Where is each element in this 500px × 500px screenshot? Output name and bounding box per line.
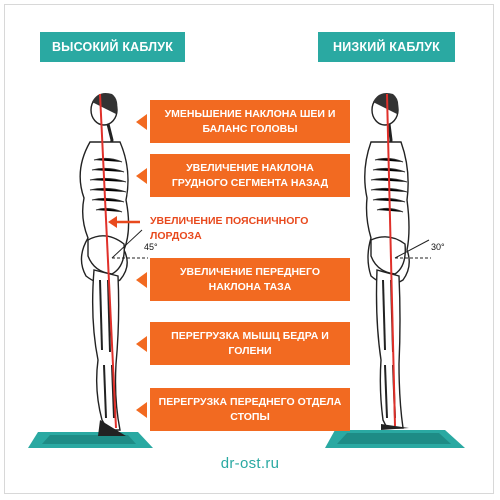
left-angle-label: 45° [144,242,158,252]
site-url: dr-ost.ru [220,455,280,472]
high-heel-figure: 45° [28,93,158,448]
label-neck-balance: УМЕНЬШЕНИЕ НАКЛОНА ШЕИ И БАЛАНС ГОЛОВЫ [150,100,350,143]
label-forefoot-overload: ПЕРЕГРУЗКА ПЕРЕДНЕГО ОТДЕЛА СТОПЫ [150,388,350,431]
label-pelvis-tilt: УВЕЛИЧЕНИЕ ПЕРЕДНЕГО НАКЛОНА ТАЗА [150,258,350,301]
low-heel-title: НИЗКИЙ КАБЛУК [318,32,455,62]
lordosis-arrow-icon [108,216,140,228]
high-heel-title: ВЫСОКИЙ КАБЛУК [40,32,185,62]
label-lumbar-lordosis: УВЕЛИЧЕНИЕ ПОЯСНИЧНОГО ЛОРДОЗА [150,215,309,242]
low-heel-figure: 30° [325,93,465,448]
label-thigh-shin-overload: ПЕРЕГРУЗКА МЫШЦ БЕДРА И ГОЛЕНИ [150,322,350,365]
image-frame [4,4,494,494]
label-thoracic-tilt: УВЕЛИЧЕНИЕ НАКЛОНА ГРУДНОГО СЕГМЕНТА НАЗ… [150,154,350,197]
right-angle-label: 30° [431,242,445,252]
